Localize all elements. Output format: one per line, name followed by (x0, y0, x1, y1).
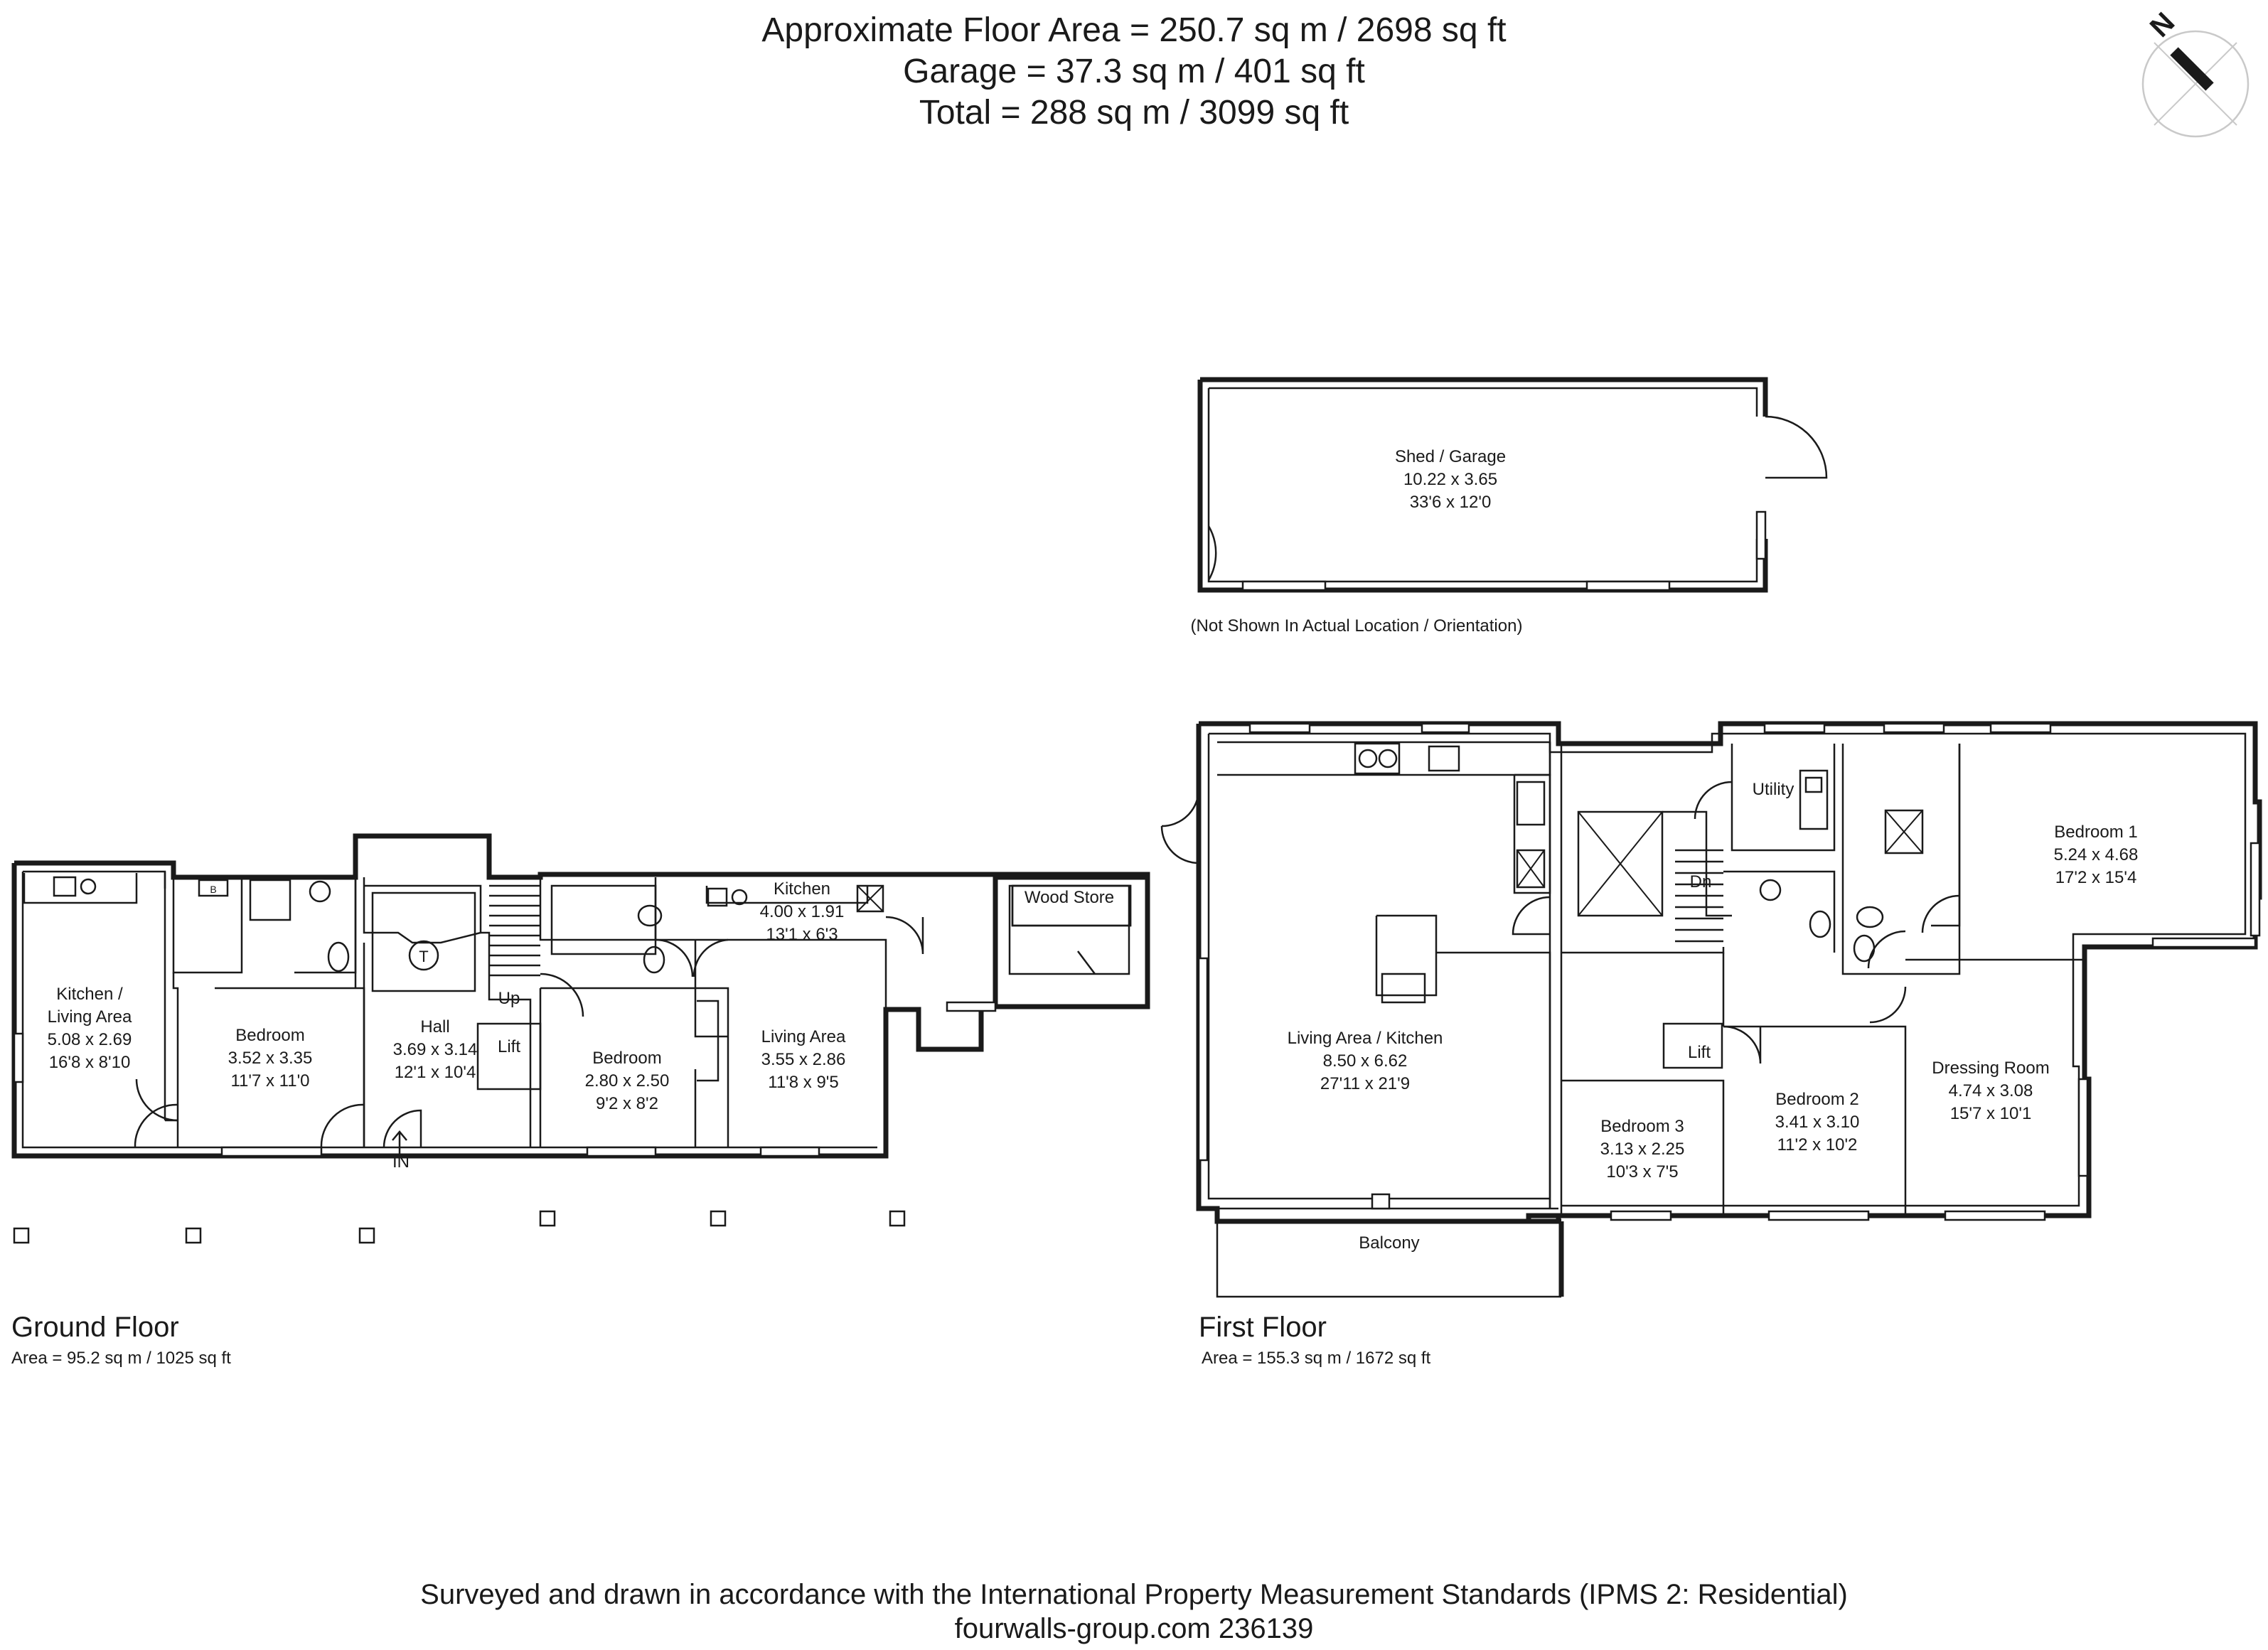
svg-text:Living Area: Living Area (761, 1027, 846, 1046)
svg-text:Kitchen: Kitchen (774, 879, 830, 899)
svg-text:Bedroom: Bedroom (235, 1026, 304, 1045)
ground-stairs-label: Up (498, 989, 520, 1008)
svg-text:10'3 x 7'5: 10'3 x 7'5 (1606, 1162, 1678, 1182)
svg-text:Bedroom 3: Bedroom 3 (1600, 1117, 1684, 1136)
first-floor-area: Area = 155.3 sq m / 1672 sq ft (1202, 1349, 1431, 1368)
garage-name: Shed / Garage (1395, 447, 1506, 466)
svg-text:5.24 x 4.68: 5.24 x 4.68 (2054, 845, 2139, 864)
garage-note: (Not Shown In Actual Location / Orientat… (1191, 616, 1523, 636)
svg-text:9'2 x 8'2: 9'2 x 8'2 (596, 1094, 658, 1113)
compass-north-label: N (2144, 6, 2181, 43)
svg-text:5.08 x 2.69: 5.08 x 2.69 (48, 1030, 132, 1049)
svg-text:2.80 x 2.50: 2.80 x 2.50 (585, 1071, 670, 1091)
svg-text:8.50 x 6.62: 8.50 x 6.62 (1323, 1051, 1408, 1071)
ground-floor-title: Ground Floor (11, 1312, 179, 1343)
garage-metric: 10.22 x 3.65 (1403, 470, 1497, 489)
svg-text:11'2 x 10'2: 11'2 x 10'2 (1777, 1135, 1858, 1155)
first-lift-label: Lift (1688, 1043, 1711, 1062)
room-bedroom-a: Bedroom 3.52 x 3.35 11'7 x 11'0 (228, 1026, 313, 1091)
entrance-label: IN (392, 1152, 410, 1172)
svg-text:3.55 x 2.86: 3.55 x 2.86 (761, 1050, 846, 1069)
svg-text:11'7 x 11'0: 11'7 x 11'0 (230, 1071, 309, 1091)
svg-text:27'11 x 21'9: 27'11 x 21'9 (1320, 1074, 1410, 1093)
svg-text:15'7 x 10'1: 15'7 x 10'1 (1950, 1104, 2032, 1123)
first-floor-plan: Living Area / Kitchen 8.50 x 6.62 27'11 … (1160, 721, 2262, 1368)
room-kitchen-living: Kitchen / Living Area 5.08 x 2.69 16'8 x… (48, 985, 132, 1072)
svg-text:3.52 x 3.35: 3.52 x 3.35 (228, 1049, 313, 1068)
room-bedroom-b: Bedroom 2.80 x 2.50 9'2 x 8'2 (585, 1049, 670, 1113)
ground-lift-label: Lift (498, 1037, 520, 1056)
room-kitchen: Kitchen 4.00 x 1.91 13'1 x 6'3 (760, 879, 845, 944)
floor-area-summary: Approximate Floor Area = 250.7 sq m / 26… (761, 11, 1507, 49)
garage-imperial: 33'6 x 12'0 (1410, 493, 1492, 512)
wood-store-label: Wood Store (1025, 888, 1114, 907)
svg-text:Hall: Hall (420, 1017, 449, 1036)
balcony-label: Balcony (1359, 1233, 1419, 1253)
total-area-summary: Total = 288 sq m / 3099 sq ft (919, 94, 1349, 132)
room-dressing-room: Dressing Room 4.74 x 3.08 15'7 x 10'1 (1932, 1059, 2049, 1123)
reference-number: fourwalls-group.com 236139 (954, 1613, 1314, 1644)
ground-floor-plan: B T (11, 833, 1150, 1368)
svg-text:13'1 x 6'3: 13'1 x 6'3 (766, 925, 838, 944)
compass-icon: N (2141, 6, 2250, 138)
room-bedroom-1: Bedroom 1 5.24 x 4.68 17'2 x 15'4 (2054, 823, 2139, 887)
utility-label: Utility (1753, 780, 1794, 799)
svg-text:12'1 x 10'4: 12'1 x 10'4 (395, 1063, 476, 1082)
svg-text:16'8 x 8'10: 16'8 x 8'10 (49, 1053, 131, 1072)
svg-text:Kitchen /: Kitchen / (56, 985, 123, 1004)
room-hall: Hall 3.69 x 3.14 12'1 x 10'4 (393, 1017, 478, 1082)
svg-text:Bedroom 1: Bedroom 1 (2054, 823, 2137, 842)
svg-text:11'8 x 9'5: 11'8 x 9'5 (768, 1073, 838, 1092)
svg-text:3.69 x 3.14: 3.69 x 3.14 (393, 1040, 478, 1059)
ground-floor-area: Area = 95.2 sq m / 1025 sq ft (11, 1349, 231, 1368)
svg-text:4.74 x 3.08: 4.74 x 3.08 (1949, 1081, 2033, 1100)
svg-text:T: T (419, 948, 428, 965)
ipms-statement: Surveyed and drawn in accordance with th… (420, 1579, 1848, 1610)
garage-plan: Shed / Garage 10.22 x 3.65 33'6 x 12'0 (… (1191, 377, 1828, 636)
svg-text:4.00 x 1.91: 4.00 x 1.91 (760, 902, 845, 921)
svg-text:Bedroom: Bedroom (592, 1049, 661, 1068)
svg-text:Dressing Room: Dressing Room (1932, 1059, 2049, 1078)
svg-text:3.41 x 3.10: 3.41 x 3.10 (1775, 1113, 1860, 1132)
svg-text:B: B (210, 884, 216, 895)
svg-text:Living Area: Living Area (48, 1007, 132, 1027)
room-bedroom-2: Bedroom 2 3.41 x 3.10 11'2 x 10'2 (1775, 1090, 1860, 1155)
first-floor-title: First Floor (1199, 1312, 1327, 1343)
svg-text:Living Area / Kitchen: Living Area / Kitchen (1288, 1029, 1443, 1048)
svg-text:Bedroom 2: Bedroom 2 (1775, 1090, 1858, 1109)
svg-text:17'2 x 15'4: 17'2 x 15'4 (2055, 868, 2137, 887)
svg-text:3.13 x 2.25: 3.13 x 2.25 (1600, 1140, 1685, 1159)
first-stairs-label: Dn (1690, 872, 1712, 891)
room-living-kitchen: Living Area / Kitchen 8.50 x 6.62 27'11 … (1288, 1029, 1443, 1093)
room-bedroom-3: Bedroom 3 3.13 x 2.25 10'3 x 7'5 (1600, 1117, 1685, 1182)
room-living-area: Living Area 3.55 x 2.86 11'8 x 9'5 (761, 1027, 846, 1092)
garage-area-summary: Garage = 37.3 sq m / 401 sq ft (903, 53, 1365, 90)
